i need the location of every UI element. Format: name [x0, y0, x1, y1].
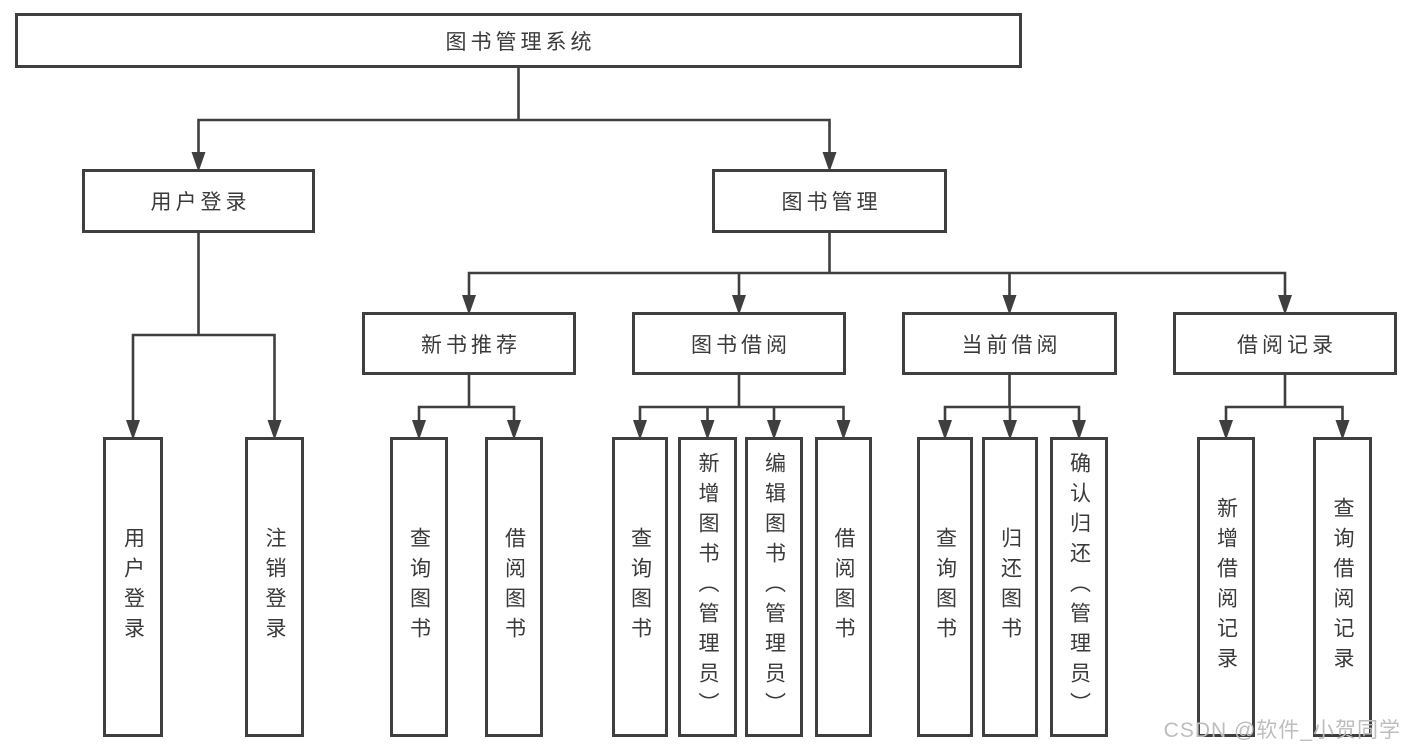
node-new-book-rec: 新书推荐 — [362, 312, 576, 375]
node-user-login-branch: 用户登录 — [82, 169, 315, 233]
node-label-new-book-rec: 新书推荐 — [421, 333, 521, 357]
node-book-mgmt: 图书管理 — [712, 169, 947, 233]
node-leaf-query-book-current: 查询图书 — [917, 437, 973, 737]
node-leaf-query-book-rec: 查询图书 — [390, 437, 448, 737]
node-label-leaf-query-borrow-record: 查询借阅记录 — [1331, 497, 1354, 677]
node-label-user-login-branch: 用户登录 — [150, 191, 251, 214]
node-leaf-edit-book: 编辑图书（管理员） — [745, 437, 803, 737]
node-label-leaf-borrow-book-rec: 借阅图书 — [502, 527, 526, 647]
node-label-leaf-query-book-borrow: 查询图书 — [628, 527, 652, 647]
node-leaf-borrow-book-rec: 借阅图书 — [485, 437, 543, 737]
node-label-system: 图书管理系统 — [445, 30, 596, 54]
node-leaf-query-book-borrow: 查询图书 — [612, 437, 668, 737]
node-leaf-add-borrow-record: 新增借阅记录 — [1197, 437, 1255, 737]
node-label-leaf-query-book-rec: 查询图书 — [407, 527, 431, 647]
node-system: 图书管理系统 — [15, 13, 1022, 68]
node-label-leaf-add-borrow-record: 新增借阅记录 — [1214, 497, 1238, 677]
node-book-borrow: 图书借阅 — [632, 312, 846, 375]
node-label-leaf-query-book-current: 查询图书 — [933, 527, 957, 647]
node-label-book-mgmt: 图书管理 — [781, 191, 882, 214]
node-label-leaf-user-login: 用户登录 — [121, 527, 145, 647]
node-label-current-borrow: 当前借阅 — [961, 333, 1062, 357]
watermark: CSDN @软件_小贺同学 — [1163, 719, 1401, 742]
node-label-book-borrow: 图书借阅 — [691, 333, 791, 357]
node-leaf-borrow-book: 借阅图书 — [815, 437, 872, 737]
node-label-borrow-records: 借阅记录 — [1237, 333, 1337, 357]
node-leaf-logout: 注销登录 — [245, 437, 304, 737]
node-leaf-return-book: 归还图书 — [982, 437, 1038, 737]
node-label-leaf-edit-book: 编辑图书（管理员） — [762, 452, 786, 722]
node-leaf-query-borrow-record: 查询借阅记录 — [1313, 437, 1372, 737]
node-label-leaf-logout: 注销登录 — [263, 527, 286, 647]
node-leaf-confirm-return: 确认归还（管理员） — [1050, 437, 1108, 737]
node-label-leaf-confirm-return: 确认归还（管理员） — [1067, 452, 1091, 722]
node-borrow-records: 借阅记录 — [1173, 312, 1397, 375]
node-current-borrow: 当前借阅 — [902, 312, 1117, 375]
node-label-leaf-add-book: 新增图书（管理员） — [696, 452, 719, 722]
node-label-leaf-return-book: 归还图书 — [998, 527, 1022, 647]
node-leaf-add-book: 新增图书（管理员） — [678, 437, 737, 737]
node-leaf-user-login: 用户登录 — [103, 437, 163, 737]
node-label-leaf-borrow-book: 借阅图书 — [832, 527, 855, 647]
